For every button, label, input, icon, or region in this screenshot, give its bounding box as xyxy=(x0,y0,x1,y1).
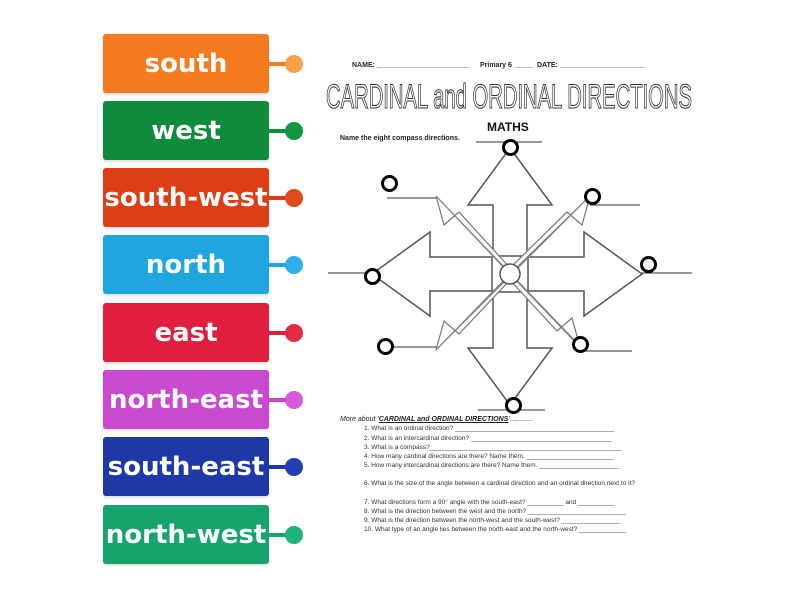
connector-dot[interactable] xyxy=(285,324,303,342)
tile-north-east[interactable]: north-east xyxy=(103,370,269,429)
connector-line xyxy=(269,62,289,66)
connector-dot[interactable] xyxy=(285,256,303,274)
drop-target-south[interactable] xyxy=(505,397,522,414)
question-3: 3. What is a compass?___________________… xyxy=(364,444,622,451)
tile-west[interactable]: west xyxy=(103,101,269,160)
connector-line xyxy=(269,129,289,133)
tile-north-west[interactable]: north-west xyxy=(103,505,269,564)
tile-north[interactable]: north xyxy=(103,235,269,294)
drop-target-south-west[interactable] xyxy=(377,338,394,355)
connector-line xyxy=(269,533,289,537)
connector-dot[interactable] xyxy=(285,391,303,409)
question-1: 1. What is an ordinal direction? _______… xyxy=(364,425,615,432)
more-about-suffix: '............ xyxy=(508,416,534,423)
tile-south[interactable]: south xyxy=(103,34,269,93)
question-8: 8. What is the direction between the wes… xyxy=(364,508,626,515)
more-about-title: CARDINAL and ORDINAL DIRECTIONS xyxy=(378,416,509,423)
worksheet-instruction: Name the eight compass directions. xyxy=(340,135,460,142)
question-9: 9. What is the direction between the nor… xyxy=(364,517,620,524)
worksheet-subject: MATHS xyxy=(487,120,529,134)
worksheet-title: CARDINAL and ORDINAL DIRECTIONS xyxy=(325,77,692,116)
more-about-heading: More about 'CARDINAL and ORDINAL DIRECTI… xyxy=(340,416,533,423)
drop-target-south-east[interactable] xyxy=(572,336,589,353)
cardinal-arrows xyxy=(370,146,644,407)
question-5: 5. How many intercardinal directions are… xyxy=(364,462,619,469)
drop-target-north[interactable] xyxy=(502,139,519,156)
tile-east[interactable]: east xyxy=(103,303,269,362)
connector-dot[interactable] xyxy=(285,526,303,544)
drop-target-east[interactable] xyxy=(640,256,657,273)
worksheet-date-field: DATE: ______________________ xyxy=(537,62,646,69)
question-7: 7. What directions form a 90° angle with… xyxy=(364,499,615,506)
tile-south-east[interactable]: south-east xyxy=(103,437,269,496)
connector-line xyxy=(269,465,289,469)
drop-target-north-east[interactable] xyxy=(584,188,601,205)
ordinal-arrows xyxy=(435,194,592,351)
worksheet-name-field: NAME: ________________________ xyxy=(352,62,471,69)
question-6: 6. What is the size of the angle between… xyxy=(364,480,635,487)
tile-south-west[interactable]: south-west xyxy=(103,168,269,227)
more-about-prefix: More about ' xyxy=(340,416,379,423)
question-2: 2. What is an intercardinal direction? _… xyxy=(364,435,612,442)
connector-line xyxy=(269,331,289,335)
connector-dot[interactable] xyxy=(285,189,303,207)
drop-target-west[interactable] xyxy=(364,268,381,285)
worksheet-class-field: Primary 6 _____ xyxy=(480,62,534,69)
connector-dot[interactable] xyxy=(285,458,303,476)
svg-text:CARDINAL and ORDINAL DIRECTION: CARDINAL and ORDINAL DIRECTIONS xyxy=(326,78,692,116)
question-10: 10. What type of an angle lies between t… xyxy=(364,526,626,533)
question-4: 4. How many cardinal directions are ther… xyxy=(364,453,614,460)
connector-line xyxy=(269,263,289,267)
connector-line xyxy=(269,196,289,200)
connector-line xyxy=(269,398,289,402)
drop-target-north-west[interactable] xyxy=(381,175,398,192)
connector-dot[interactable] xyxy=(285,122,303,140)
connector-dot[interactable] xyxy=(285,55,303,73)
compass-center xyxy=(499,263,521,285)
answer-lines xyxy=(328,141,692,411)
